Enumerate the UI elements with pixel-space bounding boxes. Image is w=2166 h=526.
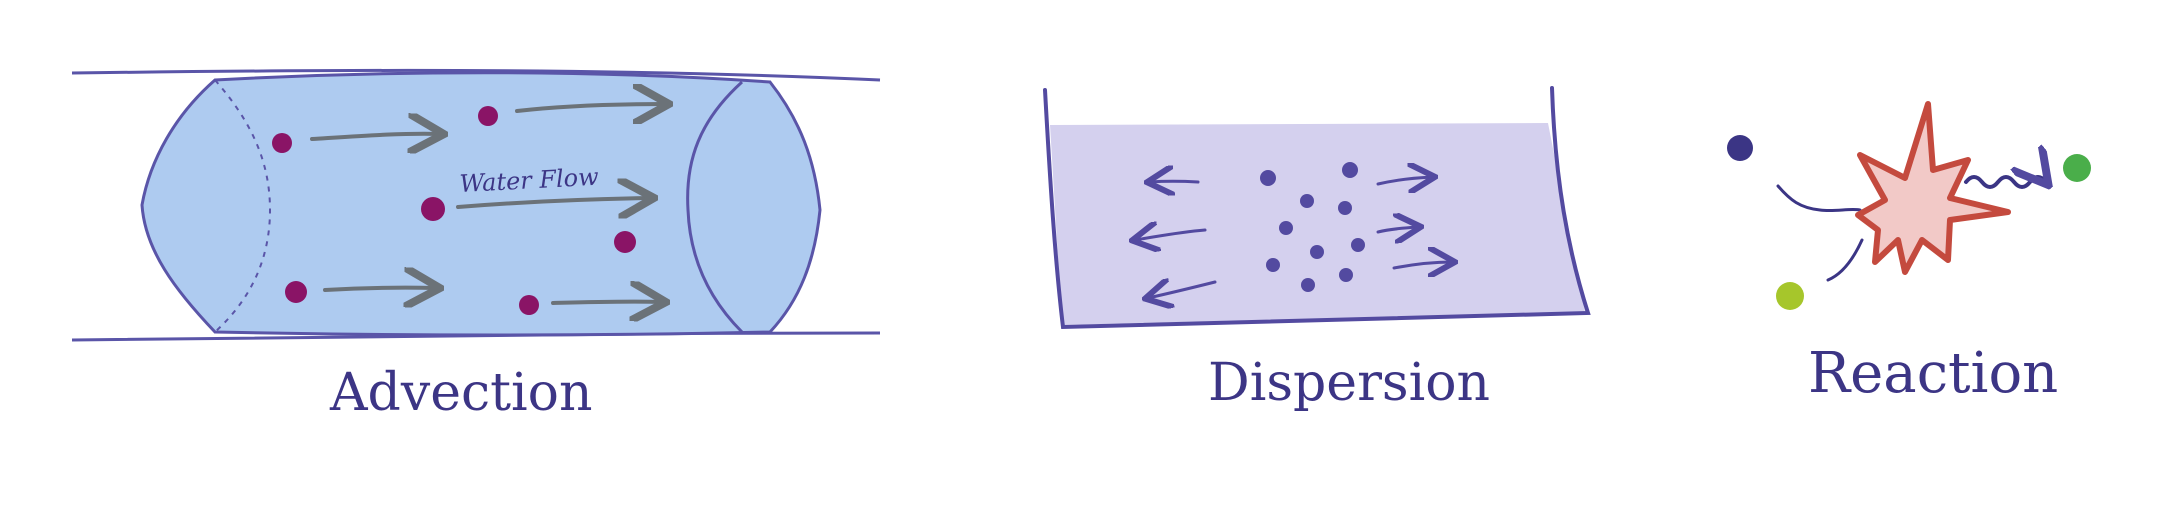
dispersion-arrow [1150, 181, 1200, 182]
dispersion-arrow [1148, 282, 1217, 298]
reaction-label: Reaction [1808, 341, 2058, 406]
product-dot [2063, 154, 2091, 182]
product-wavy-arrow [1964, 177, 2046, 187]
particle [614, 231, 636, 253]
flow-arrow [310, 134, 440, 139]
reaction-panel: Reaction [1727, 101, 2091, 406]
flow-arrow [323, 288, 436, 290]
particle [272, 133, 292, 153]
particle [519, 295, 539, 315]
reactant-path [1826, 238, 1864, 282]
tank-walls [1043, 86, 1591, 330]
flow-arrow [515, 104, 665, 111]
particle [478, 106, 498, 126]
advection-label: Advection [329, 363, 592, 423]
flow-arrow [551, 302, 662, 303]
dispersion-arrow [1392, 262, 1452, 268]
reactant-dot [1776, 282, 1804, 310]
pipe-right-dashed [769, 81, 822, 333]
pipe-left-section [214, 79, 272, 333]
pipe-top-wall [71, 68, 881, 82]
particle [421, 197, 445, 221]
reaction-burst [1855, 101, 2011, 275]
reactant-dot [1727, 135, 1753, 161]
dispersion-label: Dispersion [1208, 353, 1490, 413]
solute-particles [1260, 162, 1365, 292]
dispersion-arrow [1135, 230, 1207, 240]
dispersion-arrow [1376, 227, 1418, 232]
dispersion-arrow [1376, 177, 1432, 184]
reactant-path [1776, 184, 1862, 213]
advection-panel: Water Flow Advection [71, 68, 881, 423]
pipe-right-section [686, 80, 744, 334]
flow-arrow [456, 198, 650, 207]
tank-water [1050, 123, 1585, 325]
dispersion-panel: Dispersion [1043, 86, 1591, 413]
particle [285, 281, 307, 303]
